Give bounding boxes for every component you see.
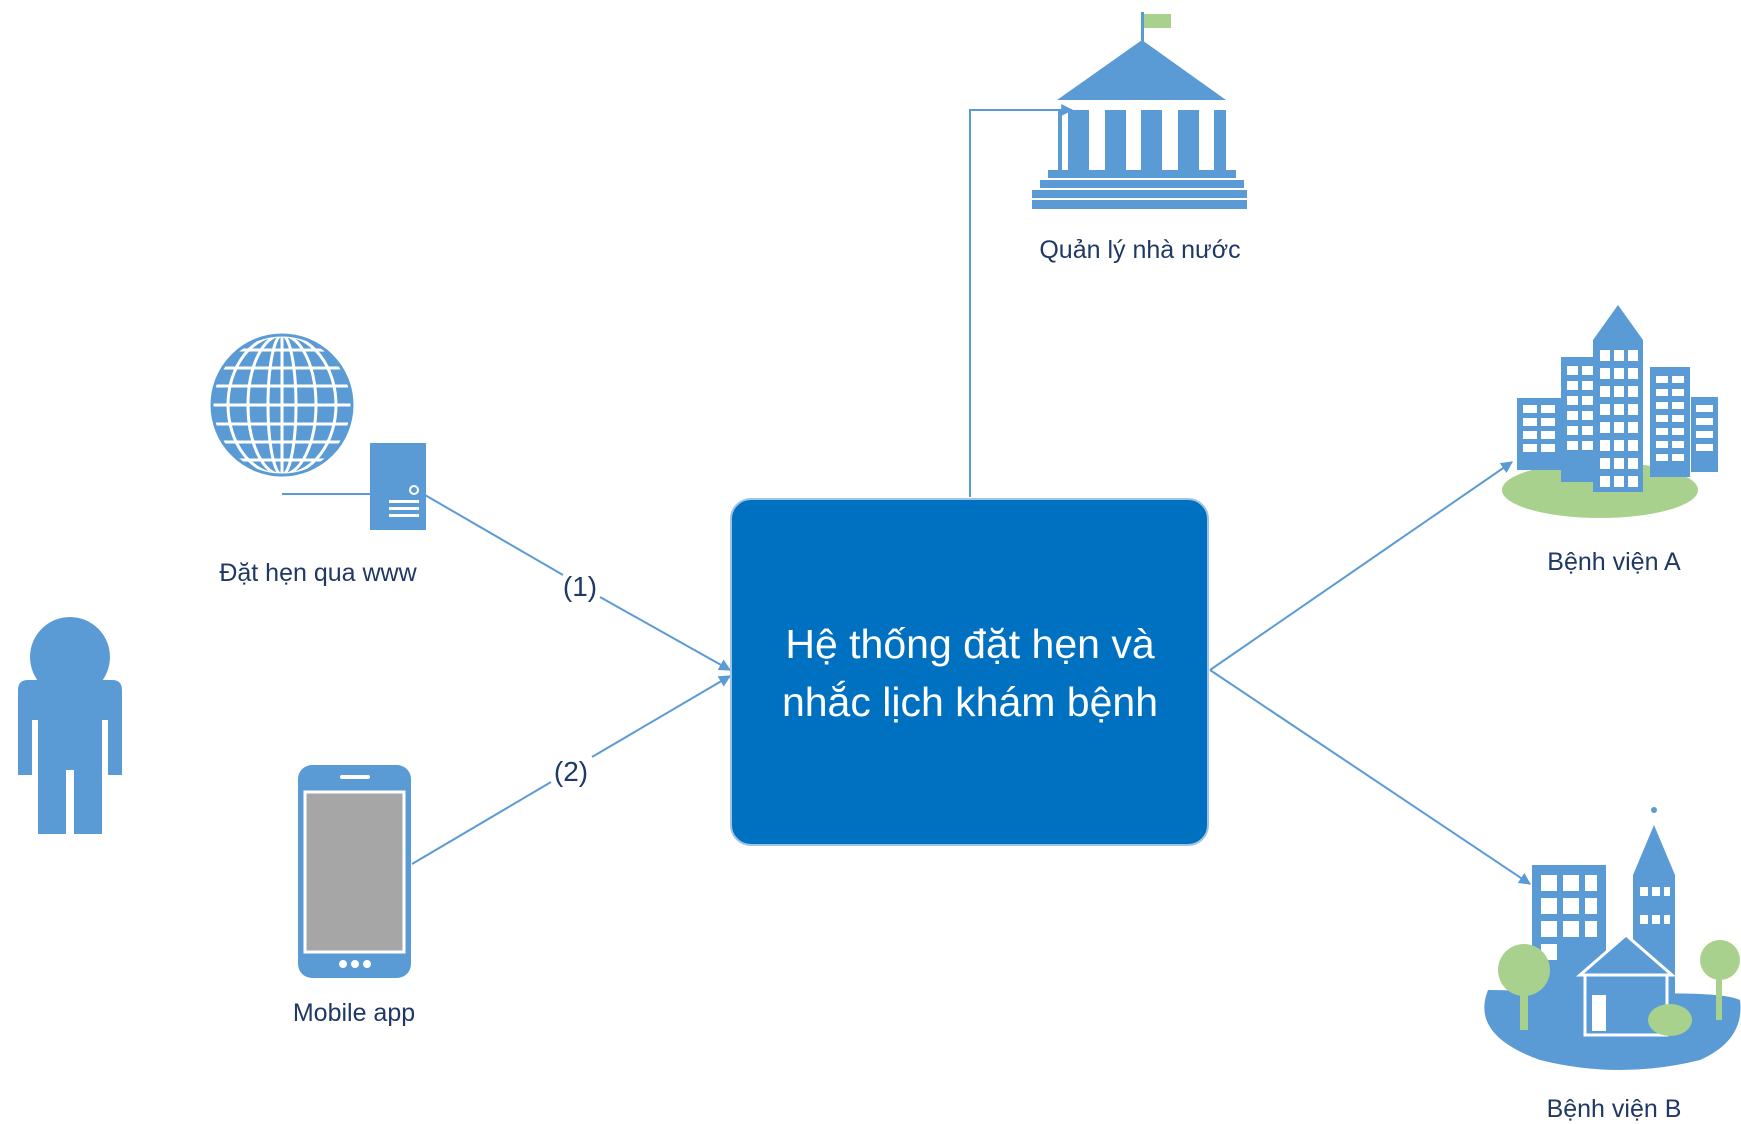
center-system-box[interactable]: Hệ thống đặt hẹn và nhắc lịch khám bệnh bbox=[730, 498, 1209, 846]
edge-label-2: (2) bbox=[554, 756, 588, 787]
edge-system-to-government bbox=[969, 104, 1074, 497]
government-building-icon bbox=[1032, 12, 1247, 209]
edge-system-to-hospital-b bbox=[1209, 669, 1531, 885]
server-icon bbox=[282, 443, 426, 530]
hospital-a-label: Bệnh viện A bbox=[1547, 548, 1681, 576]
edge-web-to-system-lower bbox=[599, 596, 732, 671]
edge-label-1: (1) bbox=[563, 571, 597, 602]
center-box-line1: Hệ thống đặt hẹn và bbox=[785, 621, 1154, 667]
edge-mobile-to-system-upper bbox=[591, 675, 732, 758]
town-buildings-icon bbox=[1484, 807, 1741, 1070]
edge-mobile-to-system bbox=[411, 781, 552, 865]
mobile-label: Mobile app bbox=[293, 999, 415, 1027]
edge-web-to-system bbox=[424, 494, 564, 576]
hospital-b-label: Bệnh viện B bbox=[1547, 1095, 1682, 1123]
edge-system-to-hospital-a bbox=[1209, 461, 1513, 671]
connectors bbox=[411, 104, 1531, 885]
city-buildings-icon bbox=[1502, 305, 1718, 518]
government-label: Quản lý nhà nước bbox=[1039, 236, 1240, 264]
globe-icon bbox=[210, 333, 354, 477]
center-box-line2: nhắc lịch khám bệnh bbox=[782, 679, 1158, 725]
web-label: Đặt hẹn qua www bbox=[219, 559, 417, 587]
smartphone-icon bbox=[298, 765, 411, 978]
person-icon bbox=[18, 617, 122, 834]
